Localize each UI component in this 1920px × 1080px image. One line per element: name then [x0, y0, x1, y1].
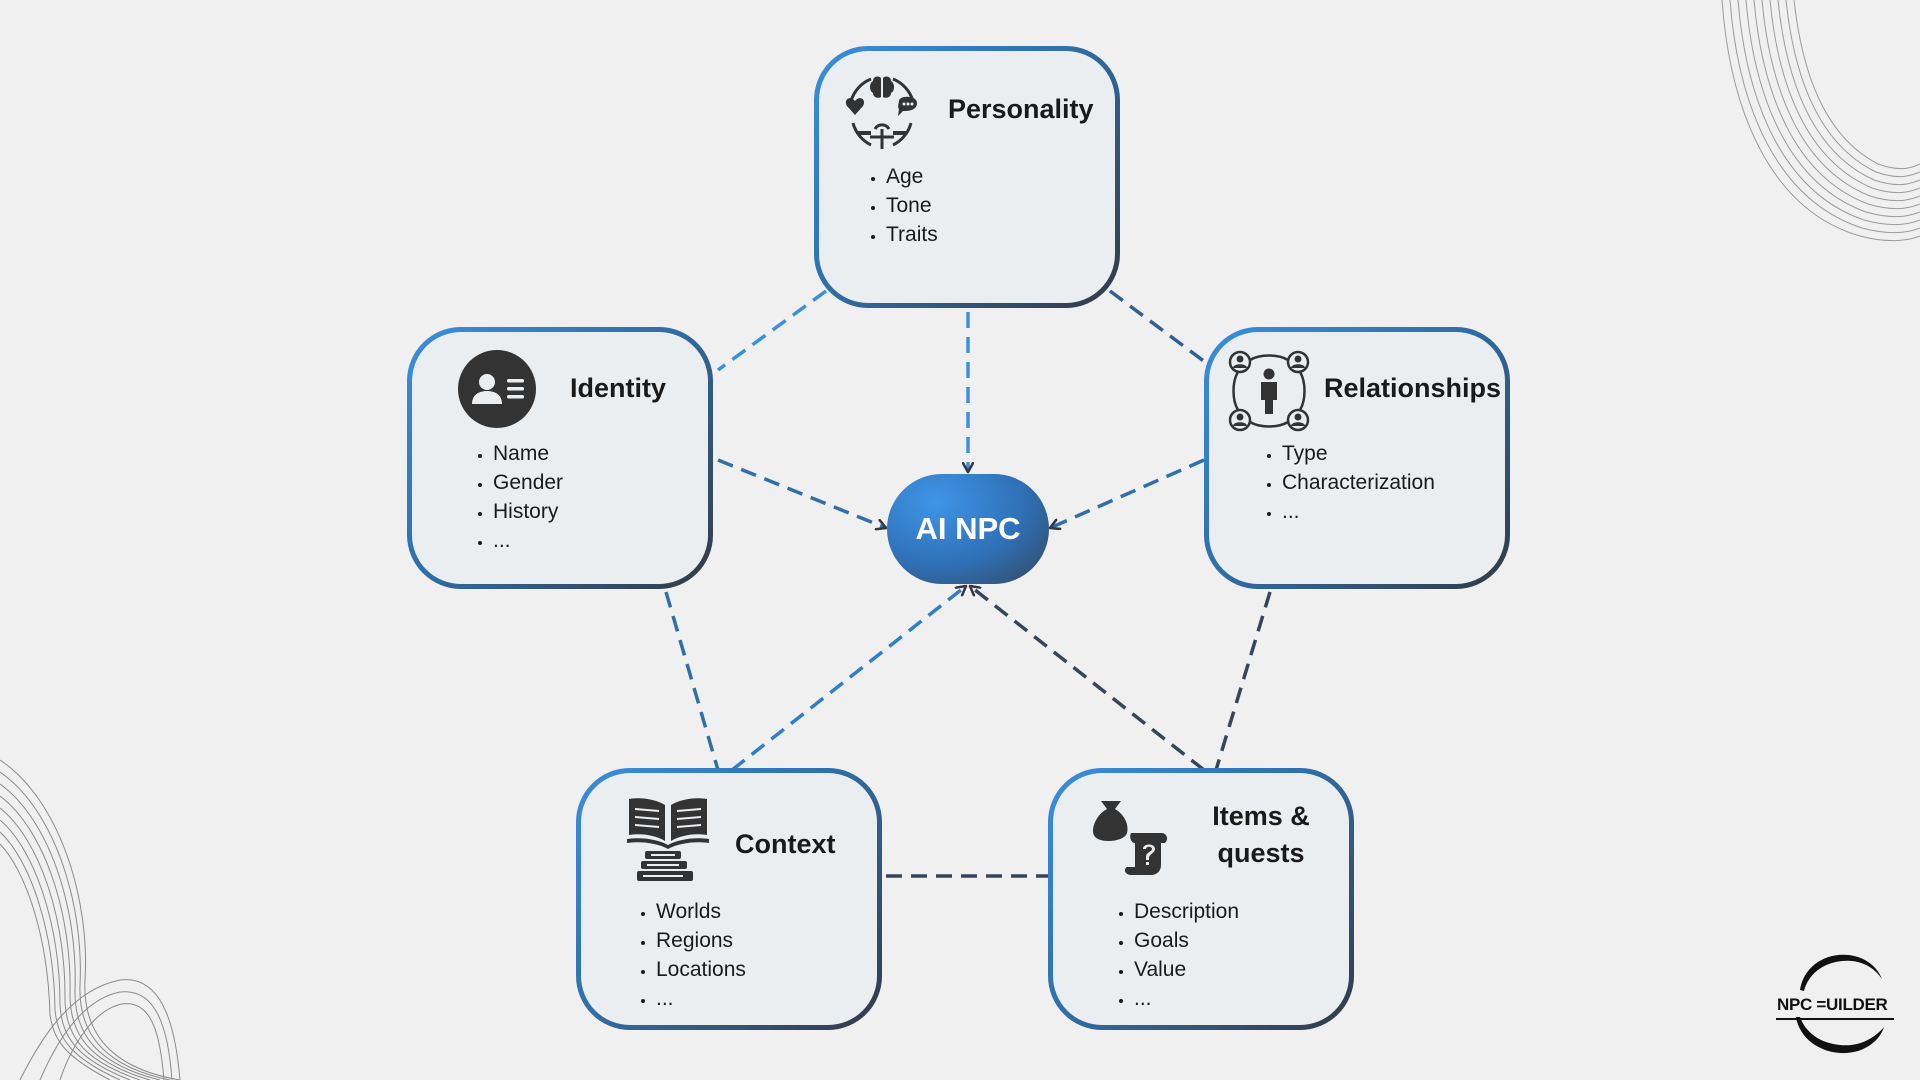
list-item: ... — [656, 984, 746, 1013]
connector-relationships-hub — [1050, 458, 1205, 528]
context-title: Context — [735, 829, 836, 859]
relationships-network-icon — [1228, 350, 1310, 432]
id-card-icon — [458, 350, 536, 428]
list-item: Locations — [656, 955, 746, 984]
context-list: Worlds Regions Locations ... — [631, 897, 746, 1013]
identity-list: Name Gender History ... — [468, 439, 563, 555]
relationships-list: Type Characterization ... — [1257, 439, 1435, 526]
connector-relationships-items — [1214, 591, 1272, 771]
connector-personality-relationships — [1108, 289, 1207, 364]
connector-identity-context — [664, 591, 720, 771]
hub-label: AI NPC — [915, 511, 1021, 546]
relationships-title: Relationships — [1324, 373, 1502, 403]
list-item: Age — [886, 162, 938, 191]
card-identity: Identity Name Gender History ... — [407, 327, 713, 589]
list-item: ... — [493, 526, 563, 555]
npc-builder-logo: NPC =UILDER — [1770, 945, 1900, 1065]
connector-identity-hub — [717, 458, 886, 528]
logo-text: NPC =UILDER — [1777, 995, 1888, 1014]
items-quests-list: Description Goals Value ... — [1109, 897, 1239, 1013]
logo-swoosh-icon — [1776, 954, 1894, 1054]
ai-npc-hub: AI NPC — [887, 474, 1049, 584]
connector-context-hub — [730, 584, 966, 772]
items-quests-title-line1: Items & — [1212, 801, 1310, 831]
connector-personality-identity — [716, 289, 828, 372]
list-item: Goals — [1134, 926, 1239, 955]
items-quests-title: Items & quests — [1201, 798, 1321, 872]
list-item: Value — [1134, 955, 1239, 984]
list-item: Description — [1134, 897, 1239, 926]
list-item: ... — [1282, 497, 1435, 526]
list-item: Traits — [886, 220, 938, 249]
personality-list: Age Tone Traits — [861, 162, 938, 249]
items-quests-title-line2: quests — [1217, 838, 1305, 868]
card-relationships: Relationships Type Characterization ... — [1204, 327, 1510, 589]
list-item: Tone — [886, 191, 938, 220]
list-item: Type — [1282, 439, 1435, 468]
identity-title: Identity — [570, 373, 667, 403]
list-item: Regions — [656, 926, 746, 955]
connector-items-hub — [970, 584, 1206, 772]
card-personality: Personality Age Tone Traits — [814, 46, 1120, 308]
books-icon — [627, 798, 709, 881]
loot-bag-scroll-icon — [1093, 801, 1168, 875]
card-items-quests: Items & quests Description Goals Value .… — [1048, 768, 1354, 1030]
personality-title: Personality — [948, 94, 1094, 124]
list-item: ... — [1134, 984, 1239, 1013]
list-item: Gender — [493, 468, 563, 497]
list-item: Worlds — [656, 897, 746, 926]
card-context: Context Worlds Regions Locations ... — [576, 768, 882, 1030]
personality-icon — [845, 76, 917, 149]
list-item: Name — [493, 439, 563, 468]
list-item: Characterization — [1282, 468, 1435, 497]
list-item: History — [493, 497, 563, 526]
